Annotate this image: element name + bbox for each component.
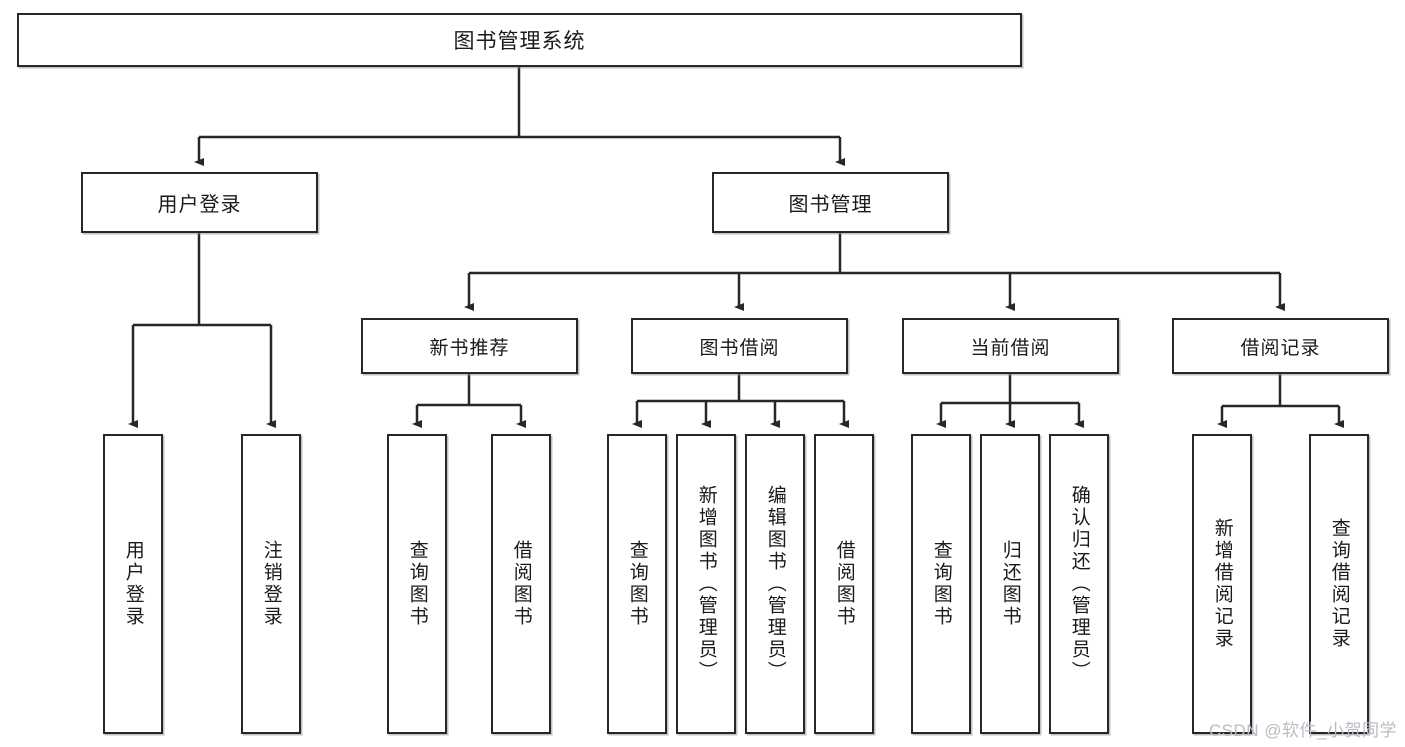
node-leaf-user-login[interactable]: 用户登录: [103, 434, 163, 734]
node-root-label: 图书管理系统: [453, 30, 586, 53]
node-leaf-user-login-label: 用户登录: [122, 540, 144, 628]
node-new-book-recommend[interactable]: 新书推荐: [361, 318, 578, 374]
node-borrow-record-label: 借阅记录: [1240, 337, 1321, 359]
node-leaf-edit-book[interactable]: 编辑图书（管理员）: [745, 434, 805, 734]
node-root[interactable]: 图书管理系统: [17, 13, 1022, 67]
node-book-management[interactable]: 图书管理: [712, 172, 949, 233]
watermark-text: CSDN @软件_小贺同学: [1208, 721, 1397, 740]
node-new-book-recommend-label: 新书推荐: [429, 337, 510, 359]
node-leaf-add-book-label: 新增图书（管理员）: [695, 485, 717, 683]
node-book-management-label: 图书管理: [788, 194, 873, 216]
node-book-borrow[interactable]: 图书借阅: [631, 318, 848, 374]
node-leaf-edit-book-label: 编辑图书（管理员）: [764, 485, 786, 683]
node-leaf-borrow-book-1[interactable]: 借阅图书: [491, 434, 551, 734]
node-leaf-borrow-book-1-label: 借阅图书: [510, 540, 532, 628]
node-user-login-label: 用户登录: [157, 194, 242, 216]
node-leaf-confirm-return-label: 确认归还（管理员）: [1068, 485, 1090, 683]
node-leaf-query-book-2-label: 查询图书: [626, 540, 648, 628]
node-user-login[interactable]: 用户登录: [81, 172, 318, 233]
node-leaf-user-logout-label: 注销登录: [260, 540, 282, 628]
node-leaf-add-book[interactable]: 新增图书（管理员）: [676, 434, 736, 734]
node-leaf-borrow-book-2[interactable]: 借阅图书: [814, 434, 874, 734]
node-leaf-add-record[interactable]: 新增借阅记录: [1192, 434, 1252, 734]
node-current-borrow[interactable]: 当前借阅: [902, 318, 1119, 374]
node-leaf-query-book-3[interactable]: 查询图书: [911, 434, 971, 734]
node-leaf-query-book-1-label: 查询图书: [406, 540, 428, 628]
node-leaf-query-book-2[interactable]: 查询图书: [607, 434, 667, 734]
node-leaf-return-book-label: 归还图书: [999, 540, 1021, 628]
node-leaf-borrow-book-2-label: 借阅图书: [833, 540, 855, 628]
node-leaf-add-record-label: 新增借阅记录: [1211, 518, 1233, 650]
node-borrow-record[interactable]: 借阅记录: [1172, 318, 1389, 374]
node-leaf-query-record[interactable]: 查询借阅记录: [1309, 434, 1369, 734]
node-current-borrow-label: 当前借阅: [970, 337, 1051, 359]
node-leaf-query-book-3-label: 查询图书: [930, 540, 952, 628]
node-leaf-query-record-label: 查询借阅记录: [1328, 518, 1350, 650]
node-leaf-return-book[interactable]: 归还图书: [980, 434, 1040, 734]
node-book-borrow-label: 图书借阅: [699, 337, 780, 359]
node-leaf-user-logout[interactable]: 注销登录: [241, 434, 301, 734]
node-leaf-query-book-1[interactable]: 查询图书: [387, 434, 447, 734]
node-leaf-confirm-return[interactable]: 确认归还（管理员）: [1049, 434, 1109, 734]
